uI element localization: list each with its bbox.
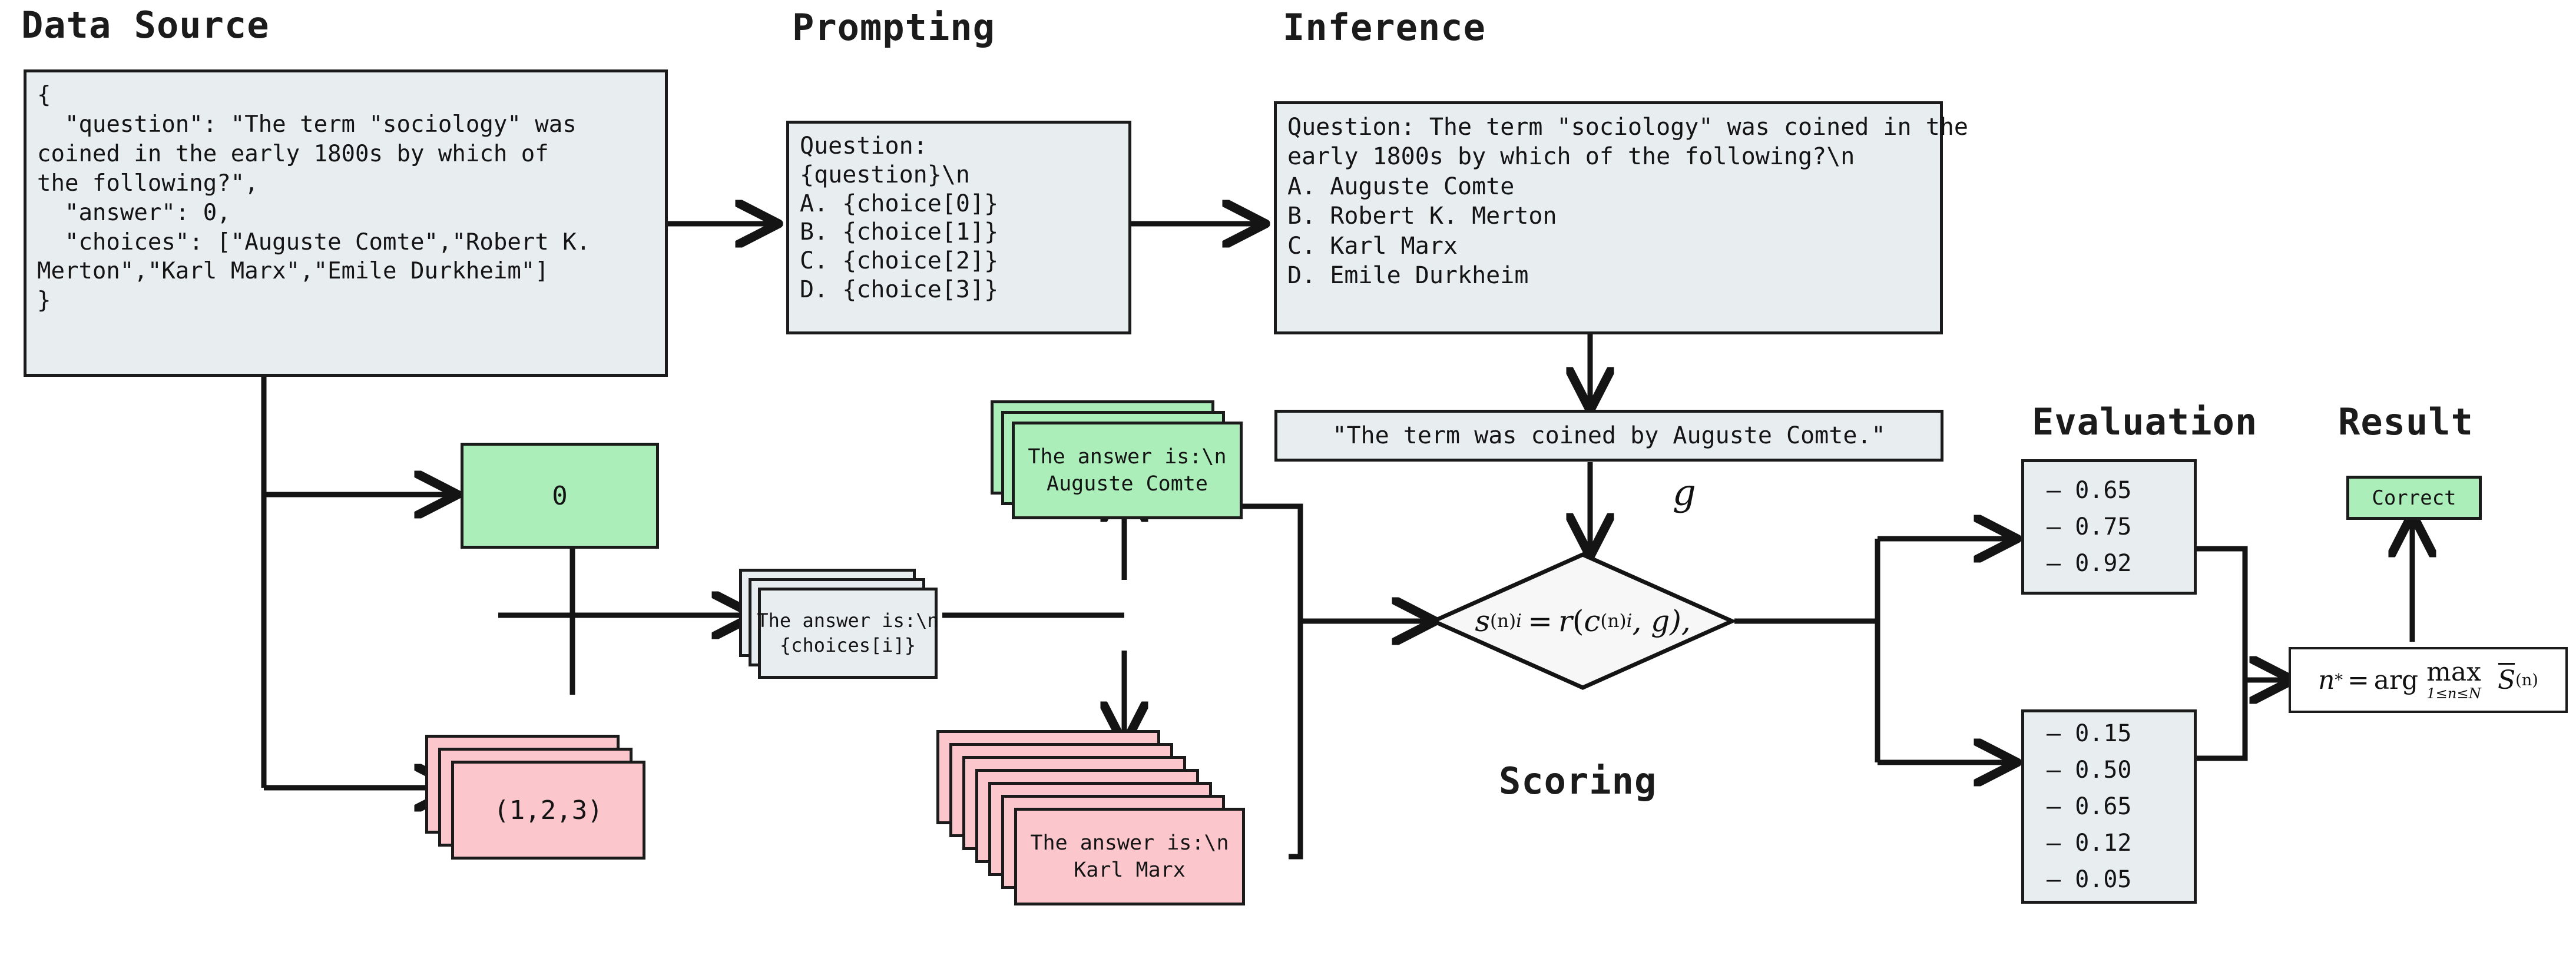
score-bullet: — [2047, 477, 2061, 504]
correct-candidate-card: The answer is:\n Auguste Comte [1012, 422, 1243, 519]
score-row: — 0.05 [2047, 861, 2194, 898]
score-value: 0.15 [2075, 720, 2132, 747]
score-row: — 0.50 [2047, 752, 2194, 788]
prompt-template-box: Question: {question}\n A. {choice[0]} B.… [786, 121, 1131, 334]
argmax-star: * [2335, 671, 2343, 689]
score-bullet: — [2047, 513, 2061, 540]
argmax-range: 1≤n≤N [2426, 685, 2481, 702]
incorrect-scores-box: — 0.15 — 0.50 — 0.65 — 0.12 — 0.05 [2021, 709, 2197, 904]
score-value: 0.50 [2075, 757, 2132, 784]
score-row: — 0.12 [2047, 825, 2194, 861]
score-value: 0.92 [2075, 550, 2132, 577]
generation-output-box: "The term was coined by Auguste Comte." [1274, 410, 1943, 462]
argmax-max: max [2426, 656, 2481, 687]
argmax-n: n [2318, 665, 2335, 695]
filled-prompt-box: Question: The term "sociology" was coine… [1274, 101, 1968, 334]
score-row: — 0.92 [2047, 545, 2194, 582]
scoring-diamond: s(n)i=r(c(n)i, g), [1428, 552, 1737, 690]
incorrect-candidate-stack: The answer is:\n Karl Marx [936, 730, 1302, 924]
argmax-S-bar: S [2497, 663, 2516, 695]
generation-symbol-g: g [1673, 471, 1696, 514]
score-bullet: — [2047, 793, 2061, 820]
argmax-S-sup: (n) [2515, 671, 2538, 689]
score-row: — 0.65 [2047, 472, 2194, 509]
section-header-inference: Inference [1283, 6, 1486, 49]
score-bullet: — [2047, 830, 2061, 857]
score-value: 0.65 [2075, 793, 2132, 820]
section-header-evaluation: Evaluation [2032, 400, 2258, 443]
incorrect-index-stack: (1,2,3) [425, 735, 673, 870]
overline-bar [2498, 663, 2515, 665]
candidate-template-stack: The answer is:\n {choices[i]} [739, 569, 975, 698]
section-header-data-source: Data Source [21, 4, 270, 47]
score-bullet: — [2047, 720, 2061, 747]
correct-answer-index-box: 0 [461, 443, 659, 549]
score-value: 0.75 [2075, 513, 2132, 540]
correct-candidate-stack: The answer is:\n Auguste Comte [991, 400, 1256, 553]
score-value: 0.12 [2075, 830, 2132, 857]
score-row: — 0.15 [2047, 715, 2194, 752]
section-header-result: Result [2338, 400, 2474, 443]
section-header-prompting: Prompting [792, 6, 995, 49]
score-value: 0.05 [2075, 866, 2132, 893]
score-bullet: — [2047, 866, 2061, 893]
incorrect-answer-index-box: (1,2,3) [451, 761, 645, 860]
argmax-arg: arg [2373, 665, 2419, 695]
score-row: — 0.75 [2047, 509, 2194, 545]
data-source-json-box: { "question": "The term "sociology" was … [24, 69, 668, 377]
candidate-template-card: The answer is:\n {choices[i]} [757, 588, 939, 679]
score-bullet: — [2047, 757, 2061, 784]
score-bullet: — [2047, 550, 2061, 577]
diamond-shape [1428, 552, 1737, 690]
incorrect-candidate-card: The answer is:\n Karl Marx [1014, 808, 1245, 905]
argmax-eq: = [2347, 665, 2369, 695]
correct-scores-box: — 0.65 — 0.75 — 0.92 [2021, 459, 2197, 595]
section-header-scoring: Scoring [1499, 759, 1657, 802]
score-value: 0.65 [2075, 477, 2132, 504]
score-row: — 0.65 [2047, 788, 2194, 825]
result-status-badge: Correct [2346, 476, 2482, 520]
argmax-S: S [2497, 665, 2516, 695]
